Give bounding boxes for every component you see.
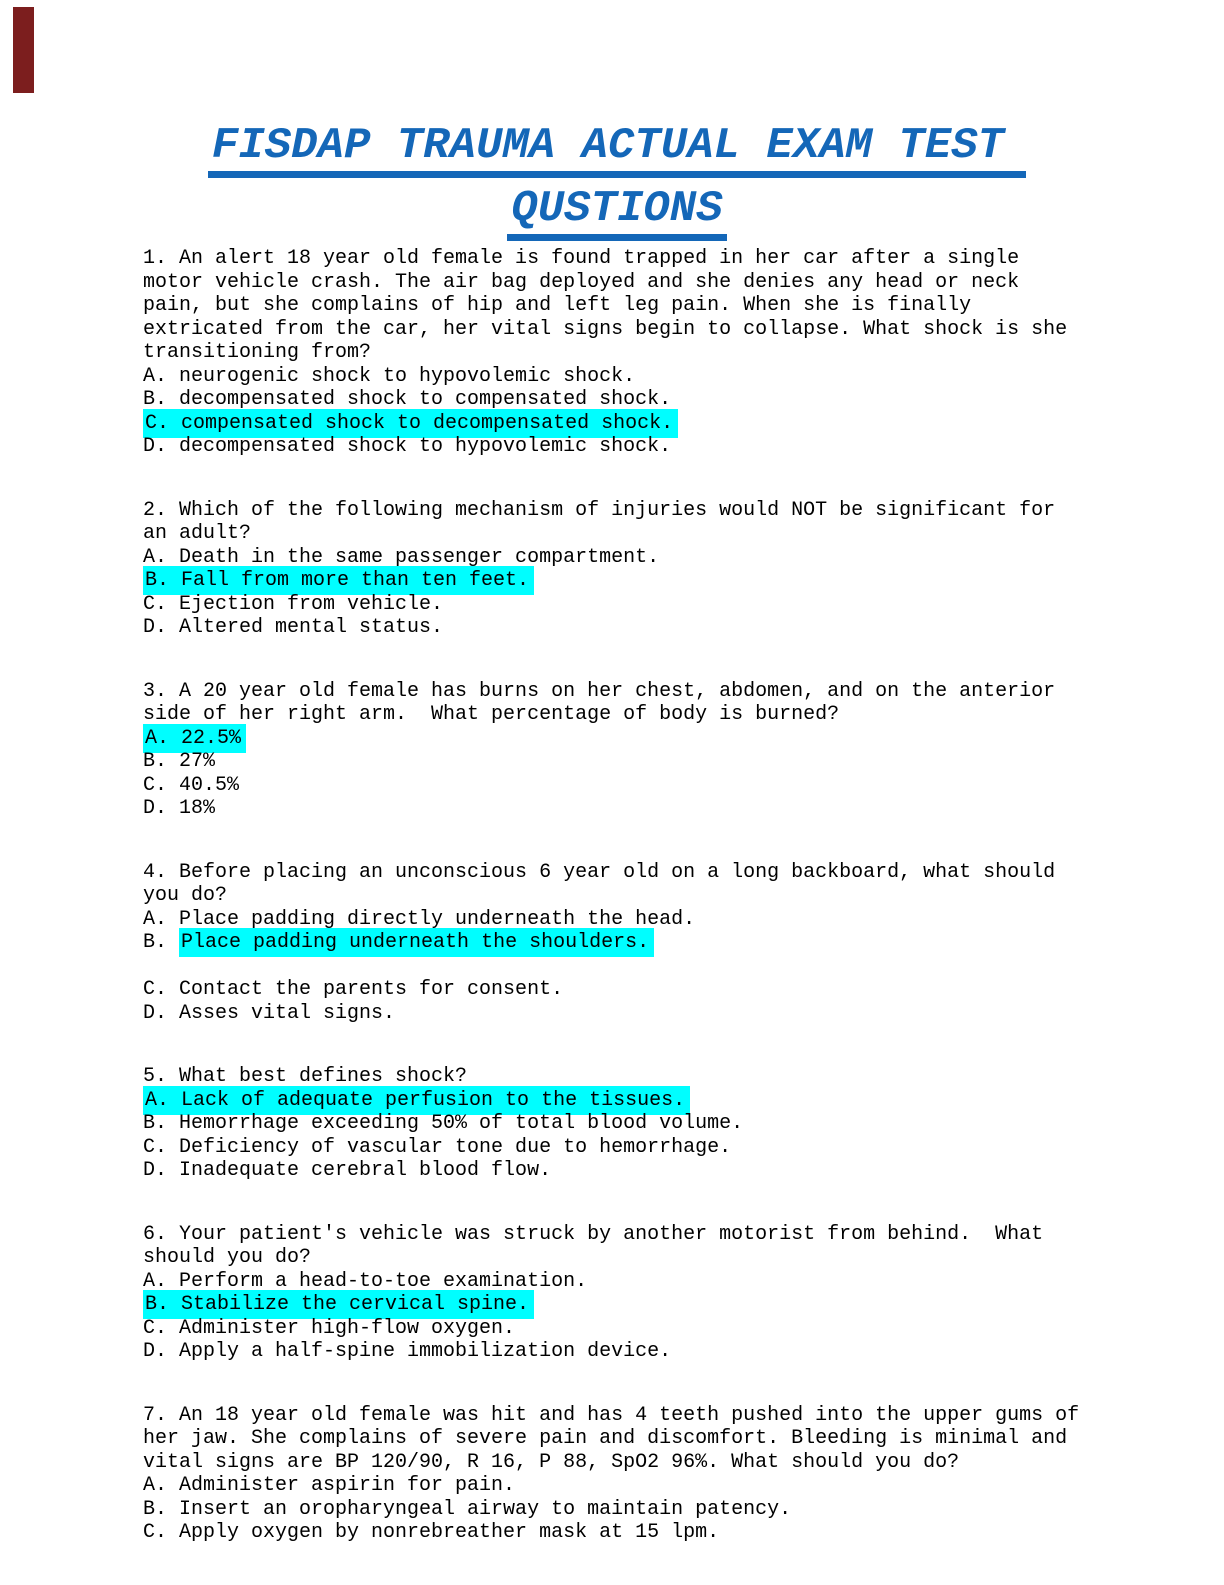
- question-5-option-a: A. Lack of adequate perfusion to the tis…: [143, 1085, 1091, 1115]
- question-5-text-line: 5. What best defines shock?: [143, 1065, 468, 1088]
- question-1-option-c: C. compensated shock to decompensated sh…: [143, 408, 1091, 438]
- option-text: D. Altered mental status.: [143, 616, 444, 639]
- question-2-option-b: B. Fall from more than ten feet.: [143, 566, 1091, 595]
- page-content: FISDAP TRAUMA ACTUAL EXAM TEST QUSTIONS …: [143, 124, 1091, 1585]
- question-3-option-b: B. 27%: [143, 750, 1091, 774]
- question-5-option-c: C. Deficiency of vascular tone due to he…: [143, 1136, 1091, 1160]
- document-title: FISDAP TRAUMA ACTUAL EXAM TEST QUSTIONS: [143, 124, 1091, 241]
- option-text: B. Insert an oropharyngeal airway to mai…: [143, 1497, 792, 1521]
- option-text: A. Perform a head-to-toe examination.: [143, 1269, 588, 1293]
- question-3: 3. A 20 year old female has burns on her…: [143, 680, 1091, 821]
- option-text: B. 27%: [143, 750, 216, 773]
- question-5: 5. What best defines shock? A. Lack of a…: [143, 1065, 1091, 1183]
- option-text: C. Administer high-flow oxygen.: [143, 1316, 516, 1340]
- question-1-text-line: 1. An alert 18 year old female is found …: [143, 247, 1020, 270]
- blank-line: [143, 955, 1091, 979]
- question-7-option-c: C. Apply oxygen by nonrebreather mask at…: [143, 1521, 1091, 1545]
- title-line-2: QUSTIONS: [143, 187, 1091, 241]
- question-2-option-a: A. Death in the same passenger compartme…: [143, 546, 1091, 570]
- highlighted-text: B. Stabilize the cervical spine.: [143, 1290, 535, 1319]
- option-text: B. Hemorrhage exceeding 50% of total blo…: [143, 1112, 744, 1135]
- question-3-option-c: C. 40.5%: [143, 774, 1091, 798]
- question-3-text-line: side of her right arm. What percentage o…: [143, 703, 840, 726]
- question-4: 4. Before placing an unconscious 6 year …: [143, 861, 1091, 1026]
- option-text: D. Asses vital signs.: [143, 1001, 396, 1025]
- question-4-text-line: you do?: [143, 884, 228, 907]
- question-7-option-a: A. Administer aspirin for pain.: [143, 1474, 1091, 1498]
- option-text: A. neurogenic shock to hypovolemic shock…: [143, 364, 636, 388]
- option-text: C. Ejection from vehicle.: [143, 592, 444, 616]
- question-2-text-line: an adult?: [143, 522, 252, 545]
- option-text: C. Apply oxygen by nonrebreather mask at…: [143, 1521, 720, 1544]
- question-6-option-a: A. Perform a head-to-toe examination.: [143, 1270, 1091, 1294]
- question-6-text-line: should you do?: [143, 1246, 312, 1269]
- option-text: A. Place padding directly underneath the…: [143, 907, 696, 931]
- option-text: C. 40.5%: [143, 773, 240, 797]
- question-3-option-d: D. 18%: [143, 797, 1091, 821]
- question-7-text-line: vital signs are BP 120/90, R 16, P 88, S…: [143, 1450, 960, 1474]
- question-4-option-d: D. Asses vital signs.: [143, 1002, 1091, 1026]
- question-3-text-line: 3. A 20 year old female has burns on her…: [143, 679, 1056, 703]
- option-text: D. Inadequate cerebral blood flow.: [143, 1159, 552, 1182]
- question-1-option-a: A. neurogenic shock to hypovolemic shock…: [143, 365, 1091, 389]
- title-line-1: FISDAP TRAUMA ACTUAL EXAM TEST: [143, 124, 1091, 178]
- question-6-option-d: D. Apply a half-spine immobilization dev…: [143, 1340, 1091, 1364]
- option-text: D. Apply a half-spine immobilization dev…: [143, 1340, 672, 1363]
- question-1-text-line: transitioning from?: [143, 341, 372, 364]
- title-text-2: QUSTIONS: [507, 187, 727, 241]
- question-6: 6. Your patient's vehicle was struck by …: [143, 1223, 1091, 1364]
- option-text: D. decompensated shock to hypovolemic sh…: [143, 435, 672, 458]
- option-text: C. Contact the parents for consent.: [143, 978, 564, 1001]
- option-text: B. decompensated shock to compensated sh…: [143, 388, 672, 411]
- highlighted-text: A. Lack of adequate perfusion to the tis…: [143, 1085, 691, 1115]
- highlighted-text: B. Fall from more than ten feet.: [143, 566, 535, 595]
- question-6-option-c: C. Administer high-flow oxygen.: [143, 1317, 1091, 1341]
- question-4-option-b: B. Place padding underneath the shoulder…: [143, 928, 1091, 957]
- option-text: B.: [143, 931, 180, 954]
- option-text: A. Death in the same passenger compartme…: [143, 545, 660, 569]
- question-2-text-line: 2. Which of the following mechanism of i…: [143, 498, 1056, 522]
- question-1: 1. An alert 18 year old female is found …: [143, 247, 1091, 459]
- option-text: C. Deficiency of vascular tone due to he…: [143, 1135, 732, 1159]
- option-text: A. Administer aspirin for pain.: [143, 1474, 516, 1497]
- question-1-text-line: extricated from the car, her vital signs…: [143, 317, 1068, 341]
- question-7-option-b: B. Insert an oropharyngeal airway to mai…: [143, 1498, 1091, 1522]
- highlighted-text: Place padding underneath the shoulders.: [179, 928, 655, 957]
- question-3-option-a: A. 22.5%: [143, 723, 1091, 753]
- red-corner-marker: [13, 7, 34, 93]
- highlighted-text: A. 22.5%: [143, 723, 247, 753]
- question-4-text-line: 4. Before placing an unconscious 6 year …: [143, 860, 1056, 884]
- question-1-option-d: D. decompensated shock to hypovolemic sh…: [143, 435, 1091, 459]
- question-5-option-b: B. Hemorrhage exceeding 50% of total blo…: [143, 1112, 1091, 1136]
- title-text-1: FISDAP TRAUMA ACTUAL EXAM TEST: [207, 124, 1027, 178]
- question-4-option-a: A. Place padding directly underneath the…: [143, 908, 1091, 932]
- question-2: 2. Which of the following mechanism of i…: [143, 499, 1091, 640]
- question-1-text-line: pain, but she complains of hip and left …: [143, 294, 972, 317]
- questions-list: 1. An alert 18 year old female is found …: [143, 247, 1091, 1545]
- question-7: 7. An 18 year old female was hit and has…: [143, 1404, 1091, 1545]
- question-6-option-b: B. Stabilize the cervical spine.: [143, 1290, 1091, 1319]
- question-7-text-line: her jaw. She complains of severe pain an…: [143, 1427, 1068, 1450]
- option-text: D. 18%: [143, 797, 216, 820]
- question-5-option-d: D. Inadequate cerebral blood flow.: [143, 1159, 1091, 1183]
- question-2-option-c: C. Ejection from vehicle.: [143, 593, 1091, 617]
- highlighted-text: C. compensated shock to decompensated sh…: [143, 408, 679, 438]
- question-1-option-b: B. decompensated shock to compensated sh…: [143, 388, 1091, 412]
- question-1-text-line: motor vehicle crash. The air bag deploye…: [143, 270, 1020, 294]
- question-7-text-line: 7. An 18 year old female was hit and has…: [143, 1403, 1080, 1427]
- question-2-option-d: D. Altered mental status.: [143, 616, 1091, 640]
- question-6-text-line: 6. Your patient's vehicle was struck by …: [143, 1222, 1044, 1246]
- question-4-option-c: C. Contact the parents for consent.: [143, 978, 1091, 1002]
